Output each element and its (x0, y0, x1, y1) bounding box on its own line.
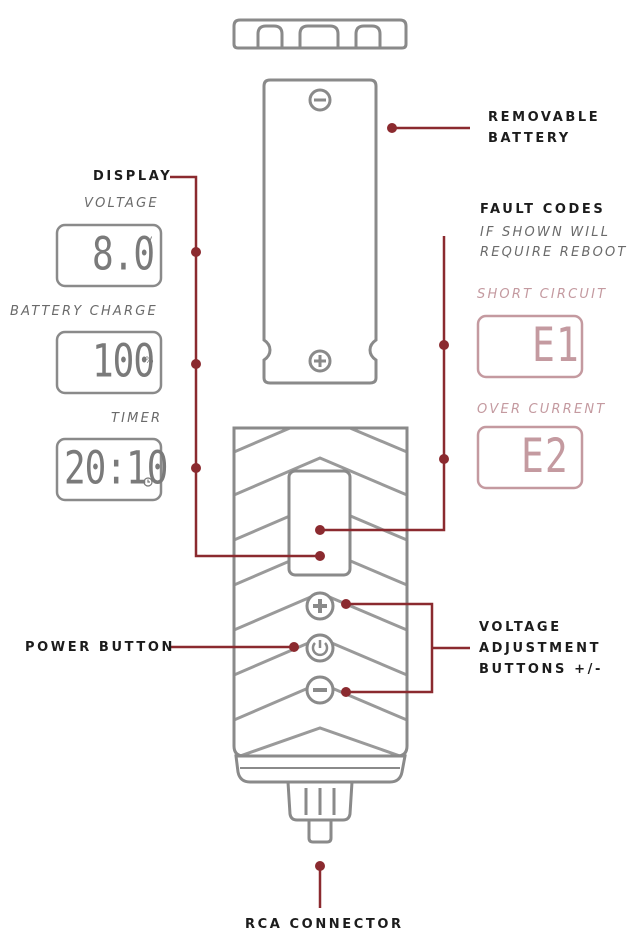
voltage-unit: V (146, 236, 153, 246)
battery-charge-readout: 100 (92, 336, 155, 388)
voltage-lcd (55, 223, 163, 288)
battery-charge-lcd (55, 330, 163, 395)
rca-connector-label: RCA CONNECTOR (245, 917, 404, 932)
over-current-lcd (476, 425, 584, 490)
short-circuit-code: E1 (532, 317, 580, 372)
voltage-readout: 8.0 (92, 229, 155, 281)
plus-circle-icon (305, 591, 335, 621)
voltage-label: VOLTAGE (84, 196, 159, 211)
voltage-adjustment-label: VOLTAGE ADJUSTMENT BUTTONS +/- (479, 617, 603, 680)
voltage-adjustment-line1: VOLTAGE (479, 620, 562, 635)
minus-circle-icon (308, 88, 332, 112)
battery-charge-unit: % (145, 356, 154, 366)
plus-circle-icon (308, 349, 332, 373)
fault-note-line1: IF SHOWN WILL (480, 225, 611, 240)
timer-readout: 20:10 (64, 443, 168, 495)
battery-cap (232, 18, 408, 50)
short-circuit-label: SHORT CIRCUIT (477, 287, 608, 302)
clock-icon (143, 477, 153, 487)
over-current-label: OVER CURRENT (477, 402, 607, 417)
voltage-adjustment-line2: ADJUSTMENT (479, 641, 602, 656)
power-icon (305, 633, 335, 663)
removable-battery-label: REMOVABLE BATTERY (488, 107, 600, 149)
fault-codes-label: FAULT CODES (480, 202, 606, 217)
rca-connector (286, 780, 354, 844)
fault-note: IF SHOWN WILL REQUIRE REBOOT (480, 223, 628, 263)
over-current-code: E2 (521, 428, 569, 483)
display-label: DISPLAY (93, 169, 173, 184)
device-body (232, 426, 409, 784)
timer-lcd (55, 437, 163, 502)
timer-label: TIMER (111, 411, 163, 426)
battery-charge-label: BATTERY CHARGE (10, 304, 158, 319)
voltage-adjustment-line3: BUTTONS +/- (479, 662, 603, 677)
fault-note-line2: REQUIRE REBOOT (480, 245, 628, 260)
display-window (287, 469, 352, 577)
minus-circle-icon (305, 675, 335, 705)
power-button-label: POWER BUTTON (25, 640, 175, 655)
removable-battery (262, 78, 378, 385)
callout-dots (191, 123, 449, 871)
removable-battery-label-line2: BATTERY (488, 131, 571, 146)
short-circuit-lcd (476, 314, 584, 379)
removable-battery-label-line1: REMOVABLE (488, 110, 601, 125)
